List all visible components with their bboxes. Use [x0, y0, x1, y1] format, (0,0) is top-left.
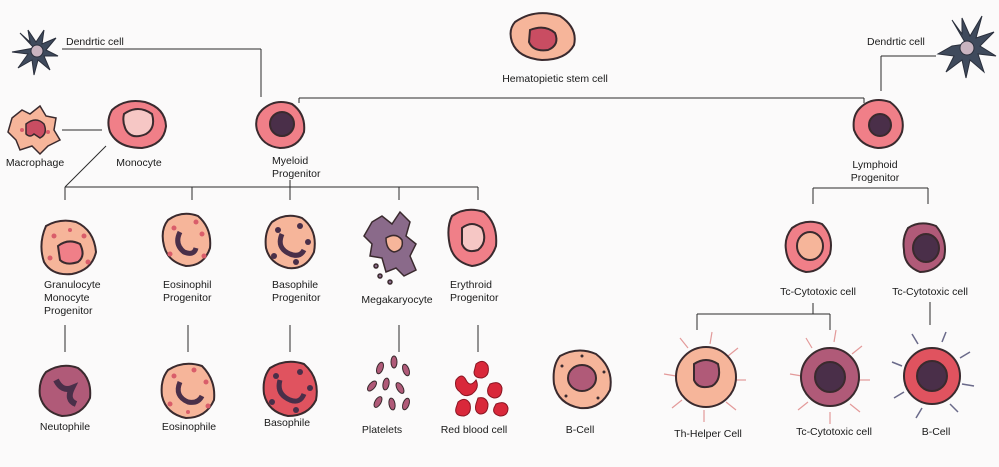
label-neutrophile: Neutophile: [39, 421, 91, 433]
monocyte-icon: [107, 100, 168, 150]
label-gmp-line2: Monocyte: [44, 292, 90, 304]
label-gmp-line1: Granulocyte: [44, 279, 101, 291]
label-tc-left: Tc-Cytotoxic cell: [780, 286, 856, 298]
label-eosinophil-progenitor: Eosinophil Progenitor: [163, 279, 211, 305]
label-ery-prog-line1: Erythroid: [450, 279, 493, 291]
label-red-blood-cell: Red blood cell: [440, 424, 508, 436]
erythroid-progenitor-icon: [447, 208, 498, 268]
label-eos-prog-line2: Progenitor: [163, 292, 212, 304]
platelets-icon: [367, 355, 410, 411]
label-myeloid-line2: Progenitor: [272, 168, 321, 180]
label-monocyte: Monocyte: [116, 157, 162, 169]
eosinophile-icon: [160, 362, 216, 420]
dendritic-cell-right-icon: [936, 15, 997, 79]
lymphoid-progenitor-icon: [852, 99, 904, 150]
label-basophile-progenitor: Basophile Progenitor: [272, 279, 320, 305]
label-tc-bottom: Tc-Cytotoxic cell: [796, 426, 872, 438]
label-myeloid-progenitor: Myeloid Progenitor: [272, 155, 320, 181]
label-gmp: Granulocyte Monocyte Progenitor: [44, 279, 101, 318]
red-blood-cells-icon: [455, 360, 509, 417]
label-basophile: Basophile: [263, 417, 311, 429]
label-lymphoid-progenitor: Lymphoid Progenitor: [840, 159, 910, 185]
dendritic-cell-left-icon: [11, 29, 59, 76]
label-lymphoid-line1: Lymphoid: [852, 159, 898, 171]
label-ery-prog-line2: Progenitor: [450, 292, 499, 304]
label-megakaryocyte: Megakaryocyte: [361, 294, 433, 306]
neutrophile-icon: [38, 364, 92, 418]
connector-lines: [62, 48, 936, 352]
label-platelets: Platelets: [361, 424, 403, 436]
label-myeloid-line1: Myeloid: [272, 155, 309, 167]
megakaryocyte-icon: [363, 210, 417, 285]
label-baso-prog-line1: Basophile: [272, 279, 319, 291]
label-dendritic-left: Dendrtic cell: [66, 36, 124, 48]
tc-cytotoxic-bottom-icon: [789, 329, 870, 424]
basophile-progenitor-icon: [264, 214, 316, 270]
label-eos-prog-line1: Eosinophil: [163, 279, 212, 291]
th-helper-cell-icon: [663, 331, 746, 422]
label-erythroid-progenitor: Erythroid Progenitor: [450, 279, 498, 305]
basophile-icon: [262, 360, 318, 418]
label-lymphoid-line2: Progenitor: [850, 172, 900, 184]
label-baso-prog-line2: Progenitor: [272, 292, 321, 304]
eosinophil-progenitor-icon: [161, 212, 212, 268]
myeloid-progenitor-icon: [255, 101, 306, 150]
label-b-cell-right: B-Cell: [921, 426, 951, 438]
macrophage-icon: [7, 104, 62, 156]
label-dendritic-right: Dendrtic cell: [867, 36, 925, 48]
label-gmp-line3: Progenitor: [44, 305, 93, 317]
label-tc-right: Tc-Cytotoxic cell: [892, 286, 968, 298]
b-cell-mid-icon: [552, 349, 612, 410]
stem-cell-icon: [509, 12, 576, 62]
tc-cytotoxic-left-icon: [784, 220, 832, 274]
label-macrophage: Macrophage: [5, 157, 65, 169]
tc-cytotoxic-right-icon: [902, 222, 946, 274]
label-stem-cell: Hematopietic stem cell: [502, 73, 608, 85]
line-monocyte-diagonal: [64, 145, 107, 188]
label-b-cell-mid: B-Cell: [565, 424, 595, 436]
label-eosinophile: Eosinophile: [161, 421, 217, 433]
label-th-helper: Th-Helper Cell: [674, 428, 742, 440]
gmp-icon: [40, 219, 98, 276]
b-cell-right-icon: [891, 331, 975, 419]
